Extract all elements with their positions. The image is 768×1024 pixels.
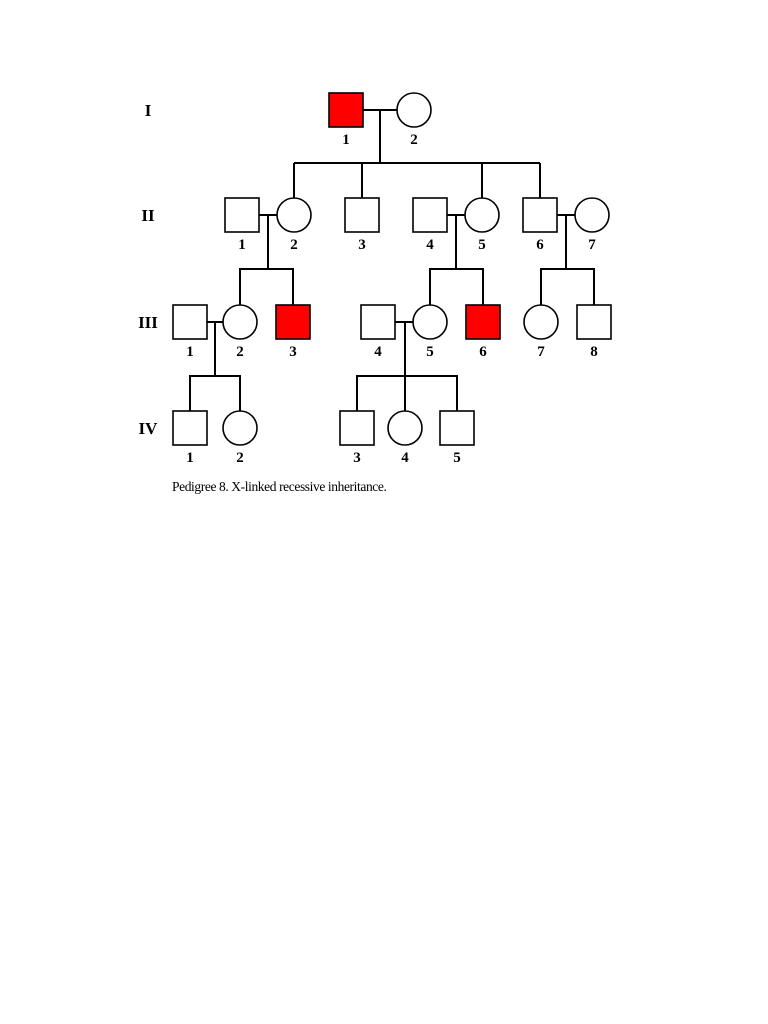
individual-label-III-4: 4 — [374, 344, 382, 360]
unaffected-female-IV-4 — [387, 410, 423, 446]
unaffected-male-II-1 — [224, 197, 260, 233]
individual-label-I-2: 2 — [410, 132, 418, 148]
individual-label-II-2: 2 — [290, 237, 298, 253]
generation-label-III: III — [138, 313, 158, 332]
unaffected-male-II-3 — [344, 197, 380, 233]
affected-male-I-1 — [328, 92, 364, 128]
unaffected-female-I-2 — [396, 92, 432, 128]
unaffected-female-III-5 — [412, 304, 448, 340]
sibship-line-III-c — [540, 268, 595, 305]
individual-label-II-3: 3 — [358, 237, 366, 253]
unaffected-female-II-7 — [574, 197, 610, 233]
individual-label-II-6: 6 — [536, 237, 544, 253]
unaffected-male-II-6 — [522, 197, 558, 233]
sibship-line-IV-a — [189, 375, 241, 411]
unaffected-female-III-2 — [222, 304, 258, 340]
unaffected-male-III-8 — [576, 304, 612, 340]
individual-label-IV-4: 4 — [401, 450, 409, 466]
individual-label-IV-1: 1 — [186, 450, 194, 466]
unaffected-male-II-4 — [412, 197, 448, 233]
individual-label-II-5: 5 — [478, 237, 486, 253]
sibship-line-IV-b — [356, 375, 458, 411]
individual-label-IV-2: 2 — [236, 450, 244, 466]
unaffected-female-IV-2 — [222, 410, 258, 446]
individual-label-IV-5: 5 — [453, 450, 461, 466]
individual-label-III-8: 8 — [590, 344, 598, 360]
individual-label-III-5: 5 — [426, 344, 434, 360]
unaffected-male-IV-1 — [172, 410, 208, 446]
unaffected-male-III-4 — [360, 304, 396, 340]
individual-label-III-2: 2 — [236, 344, 244, 360]
sibship-line-III-b — [429, 268, 484, 305]
unaffected-female-II-5 — [464, 197, 500, 233]
affected-male-III-6 — [465, 304, 501, 340]
pedigree-lines — [189, 109, 595, 411]
affected-male-III-3 — [275, 304, 311, 340]
individual-label-IV-3: 3 — [353, 450, 361, 466]
individual-label-III-1: 1 — [186, 344, 194, 360]
generation-label-II: II — [141, 206, 155, 225]
individual-label-II-1: 1 — [238, 237, 246, 253]
generation-label-IV: IV — [139, 419, 159, 438]
individual-label-II-4: 4 — [426, 237, 434, 253]
unaffected-male-IV-5 — [439, 410, 475, 446]
generation-label-I: I — [145, 101, 152, 120]
unaffected-female-II-2 — [276, 197, 312, 233]
individual-label-II-7: 7 — [588, 237, 596, 253]
individual-label-III-6: 6 — [479, 344, 487, 360]
sibship-line-III-a — [239, 268, 294, 305]
pedigree-individuals — [172, 92, 612, 446]
unaffected-female-III-7 — [523, 304, 559, 340]
individual-label-I-1: 1 — [342, 132, 350, 148]
individual-label-III-7: 7 — [537, 344, 545, 360]
unaffected-male-III-1 — [172, 304, 208, 340]
figure-caption: Pedigree 8. X-linked recessive inheritan… — [172, 479, 387, 494]
individual-label-III-3: 3 — [289, 344, 297, 360]
unaffected-male-IV-3 — [339, 410, 375, 446]
